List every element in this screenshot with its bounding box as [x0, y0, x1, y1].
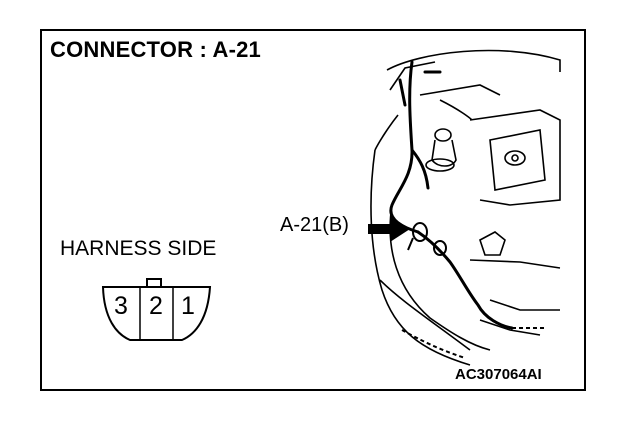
connector-callout-label: A-21(B) [280, 214, 349, 236]
harness-side-label: HARNESS SIDE [60, 237, 217, 260]
connector-pin-3: 3 [114, 292, 128, 320]
connector-face [101, 278, 212, 341]
callout-arrow [368, 216, 410, 242]
connector-title: CONNECTOR : A-21 [50, 37, 261, 62]
figure-code: AC307064AI [455, 366, 542, 383]
harness-dashes [401, 327, 545, 359]
engine-bay-drawing [370, 49, 561, 366]
connector-pin-2: 2 [149, 292, 163, 320]
wiring-harness [389, 60, 514, 330]
connector-pin-1: 1 [181, 292, 195, 320]
connector-a21-location [407, 222, 447, 256]
